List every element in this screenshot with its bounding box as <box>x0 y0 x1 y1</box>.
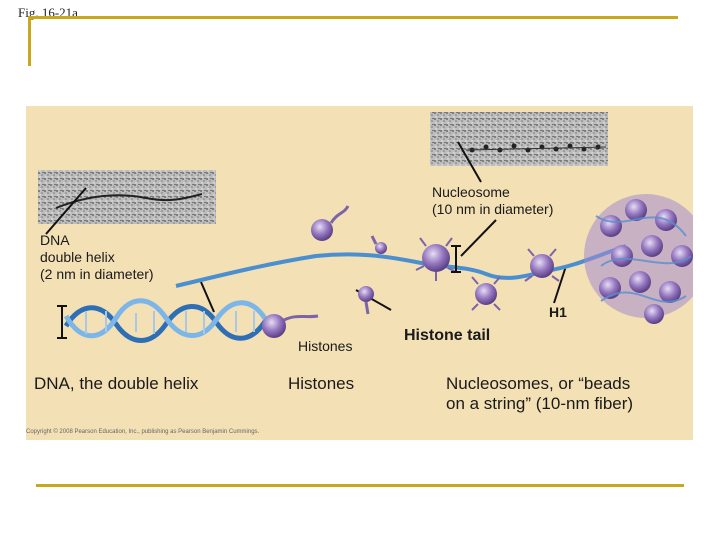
nucleosome-beads <box>415 237 560 311</box>
dna-label-line1: DNA <box>40 232 70 248</box>
pointer-lines <box>45 141 567 313</box>
caption-nucleosomes-line2: on a string” (10-nm fiber) <box>446 394 634 414</box>
nucleosome-label: Nucleosome (10 nm in diameter) <box>432 184 553 218</box>
bottom-rule <box>36 484 684 487</box>
histones-small-label: Histones <box>298 338 353 354</box>
chromatin-cluster <box>584 194 693 324</box>
caption-histones: Histones <box>288 374 355 393</box>
caption-nucleosomes: Nucleosomes, or “beads on a string” (10-… <box>446 374 633 415</box>
dna-micrograph <box>38 170 216 224</box>
nucleosome-micrograph <box>430 112 608 166</box>
h1-label: H1 <box>549 304 567 320</box>
nucleosome-label-line2: (10 nm in diameter) <box>432 200 554 217</box>
caption-nucleosomes-line1: Nucleosomes, or “beads <box>446 374 631 393</box>
dna-label: DNA double helix (2 nm in diameter) <box>40 232 154 282</box>
figure-artwork <box>38 112 693 343</box>
dna-label-line3: (2 nm in diameter) <box>40 265 154 282</box>
caption-dna: DNA, the double helix <box>34 374 199 393</box>
free-histones <box>262 205 387 338</box>
copyright-text: Copyright © 2008 Pearson Education, Inc.… <box>26 429 260 435</box>
dna-double-helix <box>57 298 269 343</box>
dna-label-line2: double helix <box>40 248 115 265</box>
chromatin-figure: Nucleosome (10 nm in diameter) DNA doubl… <box>26 106 693 440</box>
top-rule <box>30 16 678 19</box>
left-rule <box>28 16 31 66</box>
histone-tail-label: Histone tail <box>404 327 491 344</box>
nucleosome-label-line1: Nucleosome <box>432 184 510 200</box>
